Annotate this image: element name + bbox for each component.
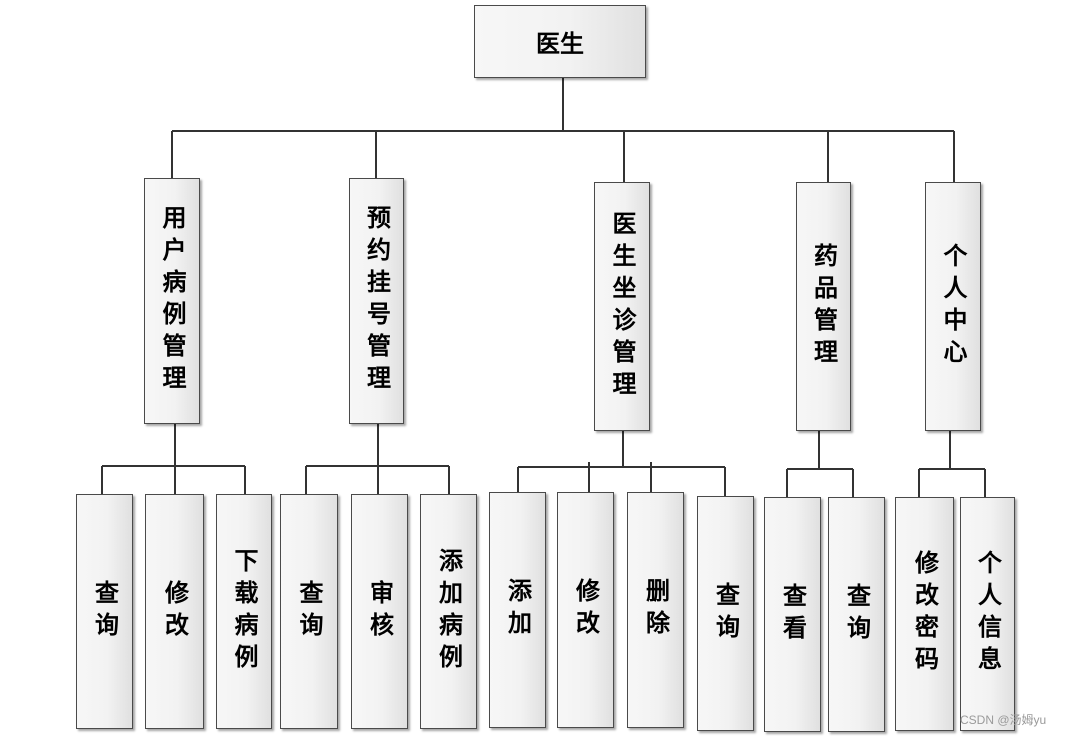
leaf-node: 查询 [697, 496, 754, 731]
leaf-node-label: 查询 [295, 579, 323, 644]
leaf-node: 查询 [280, 494, 338, 729]
leaf-node: 个人信息 [960, 497, 1015, 731]
module-node-medicine: 药品管理 [796, 182, 851, 431]
root-node-label: 医生 [536, 30, 584, 58]
leaf-node-label: 查询 [711, 581, 740, 646]
module-node-label: 医生坐诊管理 [608, 210, 636, 403]
watermark: CSDN @汤姆yu [960, 713, 1047, 727]
module-node-appointments: 预约挂号管理 [349, 178, 404, 424]
leaf-node: 查看 [764, 497, 821, 732]
leaf-node: 修改 [145, 494, 204, 729]
root-node: 医生 [474, 5, 646, 78]
module-node-label: 个人中心 [939, 242, 967, 371]
leaf-node: 修改 [557, 492, 614, 728]
module-node-consultation: 医生坐诊管理 [594, 182, 650, 431]
leaf-node: 删除 [627, 492, 684, 728]
leaf-node-label: 个人信息 [973, 550, 1002, 678]
leaf-node: 审核 [351, 494, 408, 729]
leaf-node: 添加病例 [420, 494, 477, 729]
leaf-node-label: 修改 [160, 579, 189, 644]
leaf-node-label: 删除 [641, 578, 670, 642]
module-node-label: 预约挂号管理 [362, 205, 391, 397]
leaf-node-label: 查看 [778, 582, 807, 647]
leaf-node-label: 审核 [365, 579, 394, 644]
module-node-label: 药品管理 [809, 242, 838, 371]
leaf-node-label: 添加 [503, 578, 532, 642]
leaf-node: 下载病例 [216, 494, 272, 729]
leaf-node-label: 修改密码 [910, 550, 939, 678]
leaf-node: 查询 [828, 497, 885, 732]
leaf-node-label: 查询 [842, 582, 871, 647]
module-node-user-records: 用户病例管理 [144, 178, 200, 424]
leaf-node-label: 修改 [571, 578, 600, 642]
leaf-node-label: 查询 [90, 579, 119, 644]
leaf-node: 查询 [76, 494, 133, 729]
leaf-node: 修改密码 [895, 497, 954, 731]
leaf-node-label: 下载病例 [230, 547, 258, 676]
module-node-personal-center: 个人中心 [925, 182, 981, 431]
module-node-label: 用户病例管理 [158, 205, 186, 397]
leaf-node: 添加 [489, 492, 546, 728]
leaf-node-label: 添加病例 [434, 547, 463, 676]
